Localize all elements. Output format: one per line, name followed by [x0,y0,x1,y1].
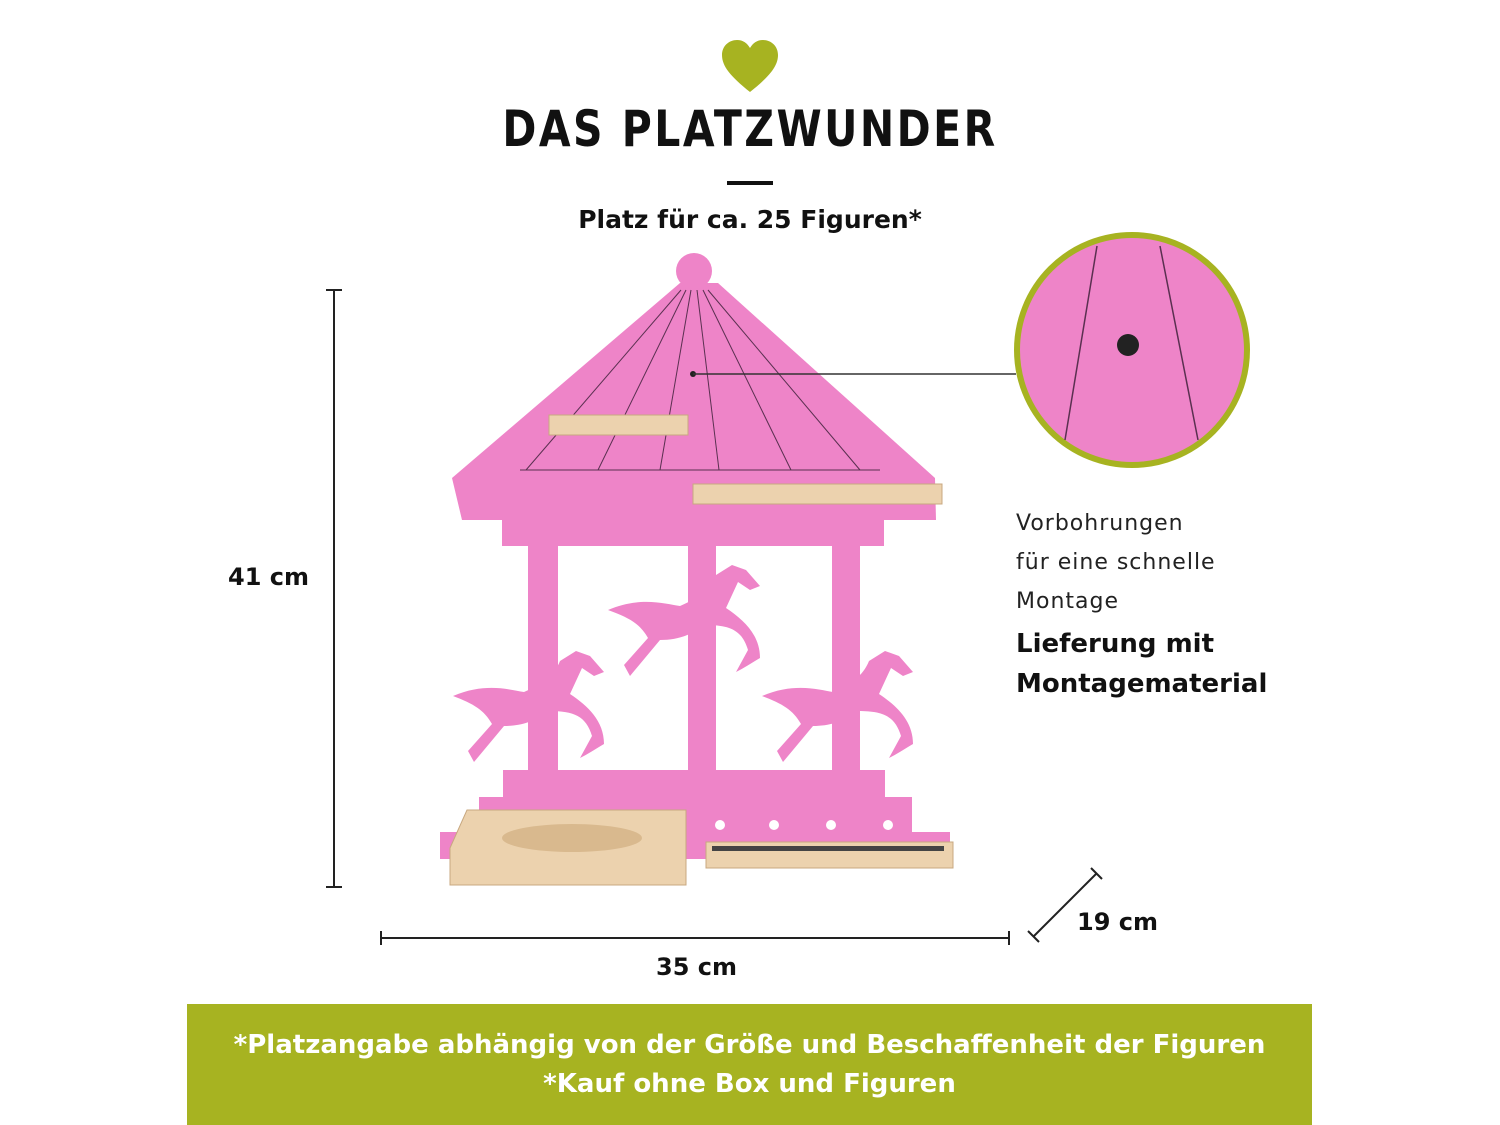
depth-dimension-line [1027,867,1103,943]
mounting-material-note: Lieferung mit Montagematerial [1016,624,1267,704]
depth-label: 19 cm [1077,908,1158,936]
title-divider [727,181,773,185]
note-line: für eine schnelle [1016,550,1216,575]
disclaimer-line: *Platzangabe abhängig von der Größe und … [233,1029,1266,1060]
note-bold-line: Montagematerial [1016,669,1268,699]
note-line: Vorbohrungen [1016,511,1184,536]
width-dimension-line [380,931,1010,945]
note-bold-line: Lieferung mit [1016,629,1214,659]
carousel-pillars [502,520,884,775]
horse-figures [453,565,913,762]
magnified-detail-circle [1014,232,1250,468]
capacity-subtitle: Platz für ca. 25 Figuren* [578,205,922,234]
predrilled-holes-note: Vorbohrungen für eine schnelle Montage [1016,504,1216,621]
wooden-shelves [449,414,954,886]
height-dimension-line [326,289,342,888]
base-holes [715,820,893,830]
width-label: 35 cm [656,953,737,981]
heart-icon [722,40,778,92]
page-title: DAS PLATZWUNDER [502,100,998,158]
height-label: 41 cm [228,563,309,591]
disclaimer-line: *Kauf ohne Box und Figuren [543,1068,956,1099]
disclaimer-banner: *Platzangabe abhängig von der Größe und … [187,1004,1312,1125]
note-line: Montage [1016,589,1119,614]
carousel-roof [452,253,936,520]
